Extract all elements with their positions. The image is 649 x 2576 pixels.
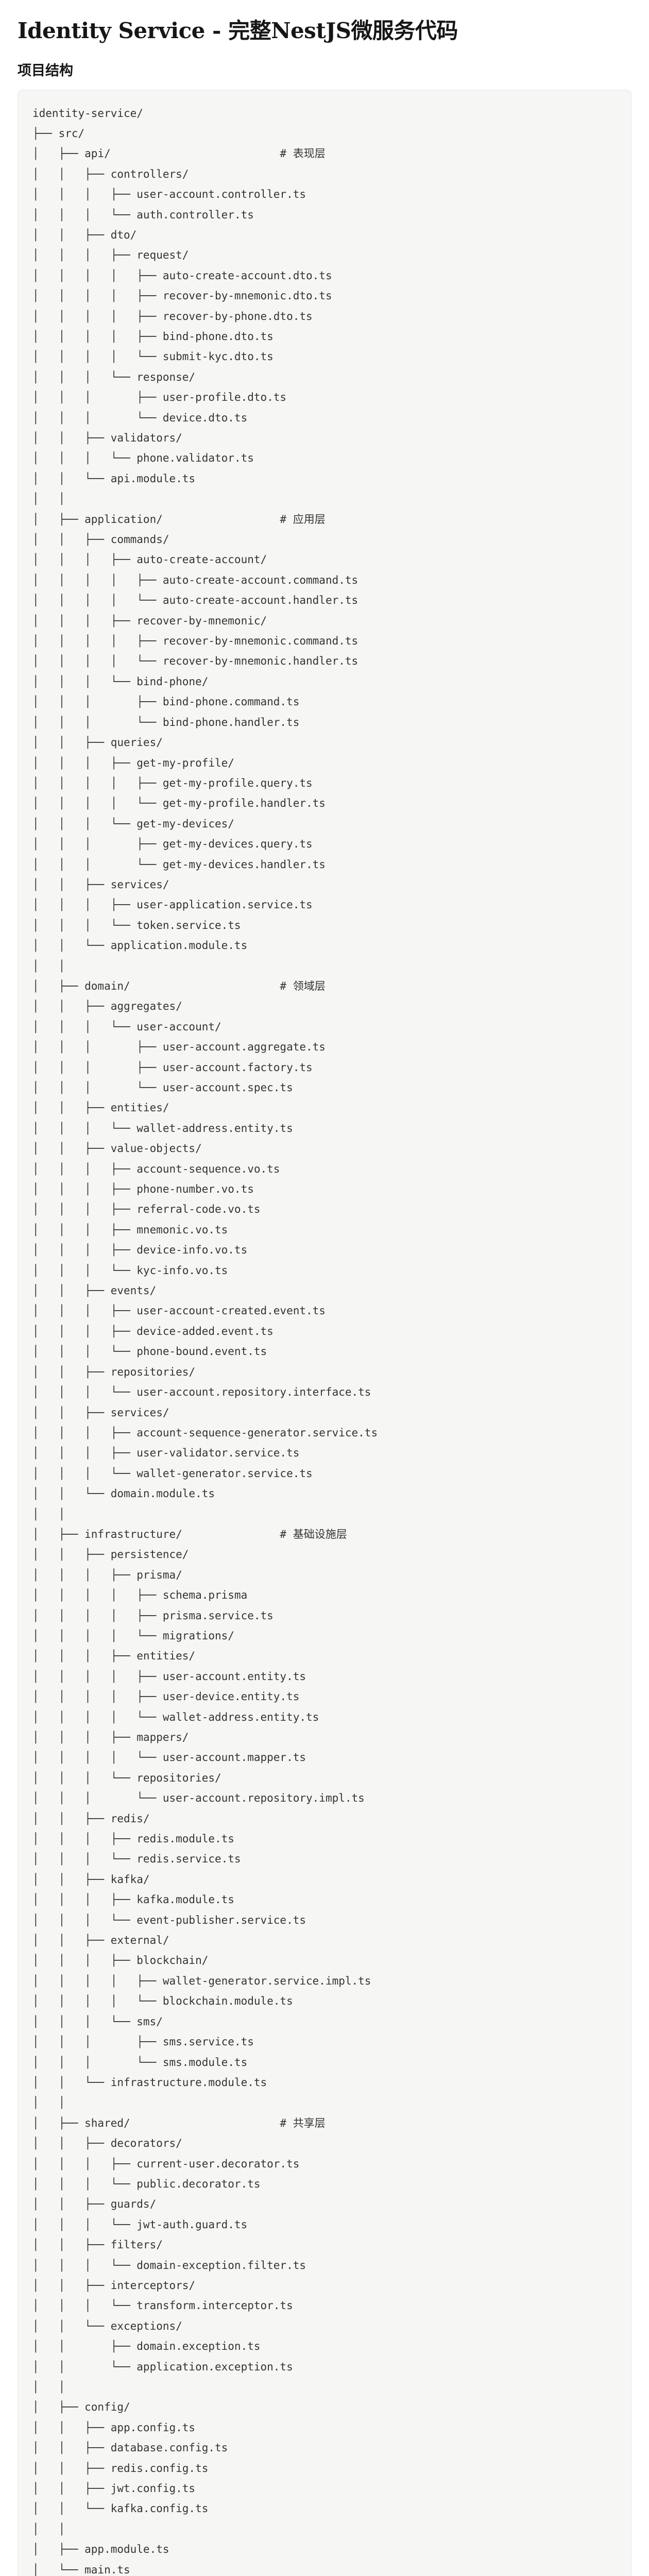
section-heading-project-structure: 项目结构 <box>18 62 73 79</box>
code-block: identity-service/ ├── src/ │ ├── api/ # … <box>18 89 631 2576</box>
file-tree: identity-service/ ├── src/ │ ├── api/ # … <box>32 107 378 2576</box>
page-title: Identity Service - 完整NestJS微服务代码 <box>18 18 458 43</box>
